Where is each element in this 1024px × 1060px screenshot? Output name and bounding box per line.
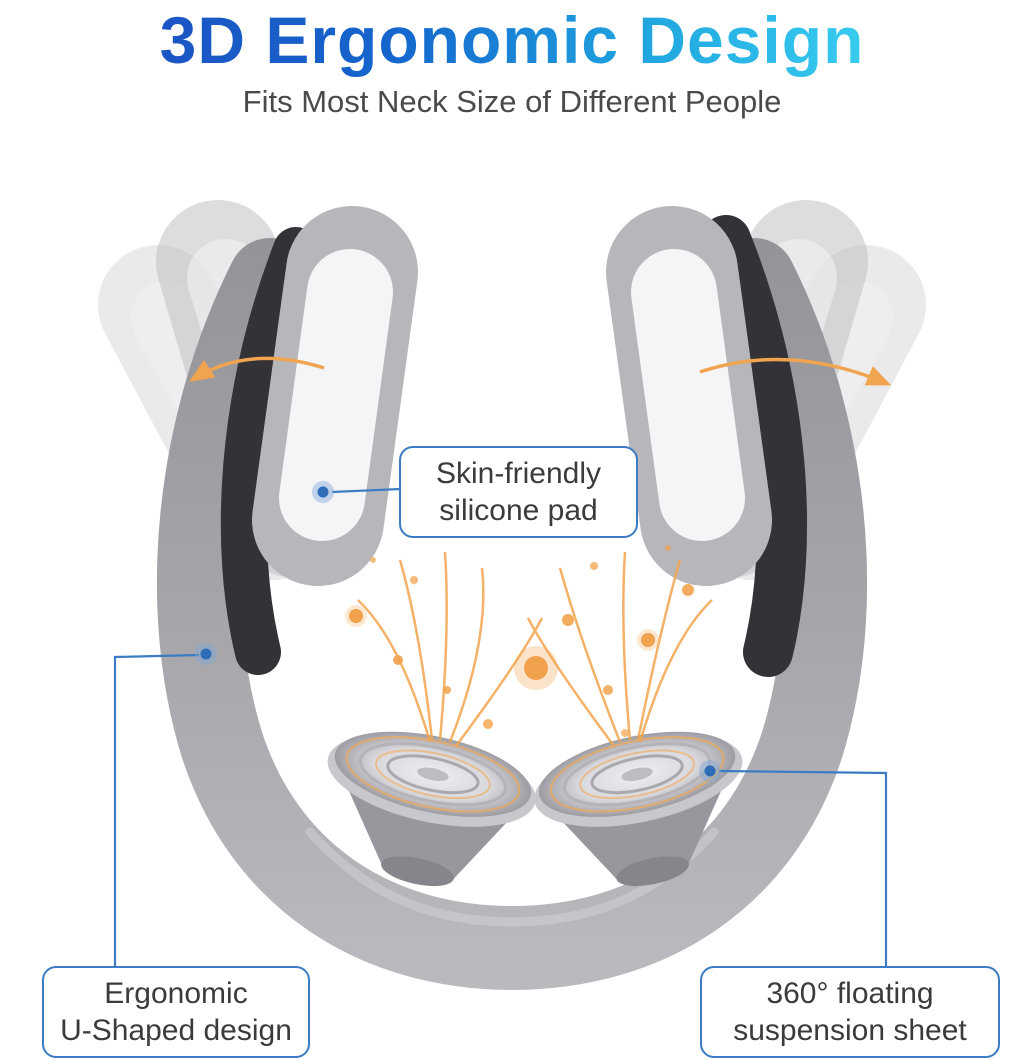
callout-silicone-line1: Skin-friendly [435, 457, 602, 490]
energy-particles [345, 545, 694, 737]
callout-ushape-line1: Ergonomic [104, 977, 248, 1010]
callout-floating-line2: suspension sheet [733, 1014, 967, 1048]
connector-line-silicone [331, 487, 401, 494]
suspension-head-right [534, 731, 743, 887]
band-dark-strip-right [701, 215, 807, 677]
massage-arms [252, 206, 772, 586]
callout-floating-line1: 360° floating [766, 977, 934, 1010]
page-title: 3D Ergonomic Design [0, 2, 1024, 78]
callout-silicone-pad: Skin-friendly silicone pad [399, 446, 638, 539]
silicone-pad-left [279, 249, 393, 541]
page-subtitle: Fits Most Neck Size of Different People [242, 84, 782, 119]
anchor-dot-ushape [200, 648, 212, 660]
rotation-arrows [189, 356, 892, 386]
callout-floating-suspension: 360° floating suspension sheet [700, 966, 1000, 1059]
band-dark-strip-left [220, 227, 319, 675]
connector-line-floating [718, 769, 888, 966]
callout-silicone-line2: silicone pad [439, 494, 598, 528]
anchor-dot-silicone [317, 486, 329, 498]
rotation-arrow-left-icon [189, 356, 325, 382]
callout-ushape-line2: U-Shaped design [60, 1014, 292, 1048]
callout-u-shaped-design: Ergonomic U-Shaped design [42, 966, 310, 1059]
connector-line-ushape [113, 653, 200, 966]
callout-anchor-dots [195, 481, 721, 782]
anchor-dot-floating [704, 765, 716, 777]
suspension-head-left [327, 731, 536, 887]
energy-wave-lines [357, 551, 713, 747]
u-shaped-band [156, 215, 868, 991]
rotation-arrow-right-icon [699, 357, 892, 386]
callout-connectors [113, 487, 888, 966]
silicone-pad-right [631, 249, 745, 541]
